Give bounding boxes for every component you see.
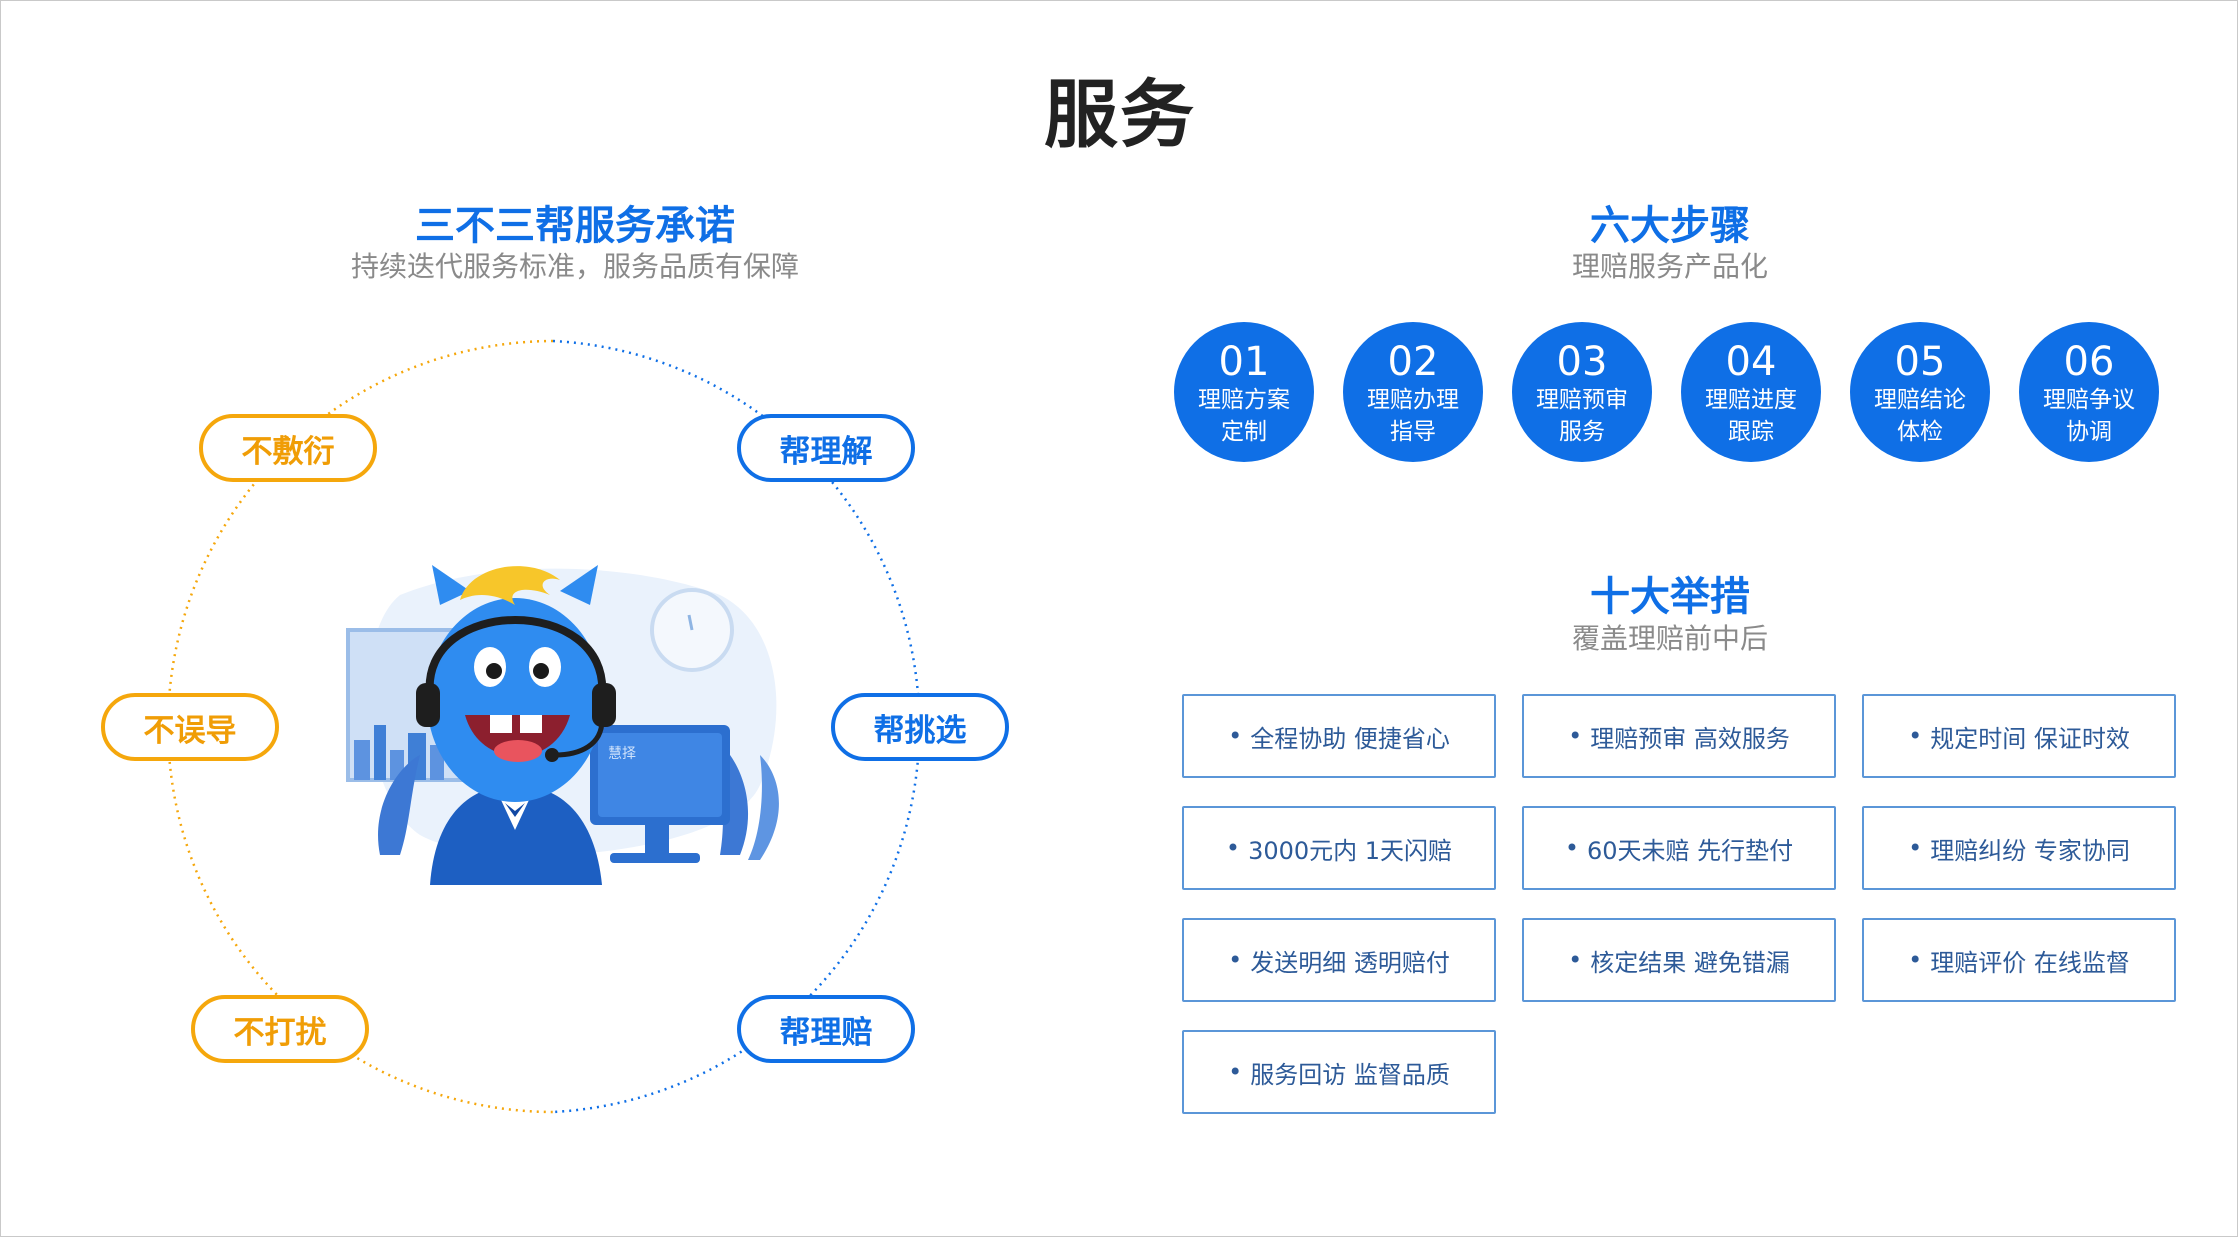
measure-card: •60天未赔 先行垫付 <box>1522 806 1836 890</box>
step-circle-01: 01 理赔方案定制 <box>1174 322 1314 462</box>
bullet-dot: • <box>1568 946 1583 974</box>
measure-text: 理赔纠纷 专家协同 <box>1930 836 2130 865</box>
measure-card: •全程协助 便捷省心 <box>1182 694 1496 778</box>
step-label: 理赔争议协调 <box>2043 387 2135 445</box>
measure-text: 3000元内 1天闪赔 <box>1248 836 1453 865</box>
step-number: 05 <box>1894 339 1946 385</box>
pill-bu-fuyan: 不敷衍 <box>199 414 377 482</box>
pill-bang-tiaoxuan: 帮挑选 <box>831 693 1009 761</box>
bullet-dot: • <box>1568 722 1583 750</box>
step-circle-02: 02 理赔办理指导 <box>1343 322 1483 462</box>
step-circle-06: 06 理赔争议协调 <box>2019 322 2159 462</box>
measure-text: 发送明细 透明赔付 <box>1250 948 1450 977</box>
measure-card: •服务回访 监督品质 <box>1182 1030 1496 1114</box>
promise-title: 三不三帮服务承诺 <box>415 203 735 249</box>
step-label: 理赔办理指导 <box>1367 387 1459 445</box>
measure-card: •核定结果 避免错漏 <box>1522 918 1836 1002</box>
measure-text: 理赔评价 在线监督 <box>1930 948 2130 977</box>
customer-service-mascot-illustration: 慧择 <box>346 565 779 885</box>
measure-card: •发送明细 透明赔付 <box>1182 918 1496 1002</box>
bullet-dot: • <box>1228 946 1243 974</box>
step-label: 理赔进度跟踪 <box>1705 387 1797 445</box>
bullet-dot: • <box>1908 946 1923 974</box>
pill-bu-darao: 不打扰 <box>191 995 369 1063</box>
bullet-dot: • <box>1228 722 1243 750</box>
measure-card: •3000元内 1天闪赔 <box>1182 806 1496 890</box>
step-number: 04 <box>1725 339 1777 385</box>
measure-text: 60天未赔 先行垫付 <box>1586 836 1794 865</box>
measure-card: •理赔纠纷 专家协同 <box>1862 806 2176 890</box>
measure-card: •理赔预审 高效服务 <box>1522 694 1836 778</box>
step-circle-04: 04 理赔进度跟踪 <box>1681 322 1821 462</box>
measures-title: 十大举措 <box>1590 574 1750 620</box>
step-number: 02 <box>1387 339 1439 385</box>
measure-card: •规定时间 保证时效 <box>1862 694 2176 778</box>
step-circle-05: 05 理赔结论体检 <box>1850 322 1990 462</box>
pill-bang-lijie: 帮理解 <box>737 414 915 482</box>
pill-bang-lipei: 帮理赔 <box>737 995 915 1063</box>
step-number: 06 <box>2063 339 2115 385</box>
bullet-dot: • <box>1228 1058 1243 1086</box>
promise-subtitle: 持续迭代服务标准，服务品质有保障 <box>350 250 799 283</box>
step-label: 理赔预审服务 <box>1536 387 1628 445</box>
measures-subtitle: 覆盖理赔前中后 <box>1571 622 1768 655</box>
measure-text: 规定时间 保证时效 <box>1930 724 2130 753</box>
bullet-dot: • <box>1908 834 1923 862</box>
steps-title: 六大步骤 <box>1590 203 1750 249</box>
step-circle-03: 03 理赔预审服务 <box>1512 322 1652 462</box>
steps-subtitle: 理赔服务产品化 <box>1571 250 1768 283</box>
step-label: 理赔方案定制 <box>1198 387 1290 445</box>
bullet-dot: • <box>1908 722 1923 750</box>
measure-text: 核定结果 避免错漏 <box>1590 948 1790 977</box>
measure-text: 服务回访 监督品质 <box>1250 1060 1450 1089</box>
measure-card: •理赔评价 在线监督 <box>1862 918 2176 1002</box>
step-number: 01 <box>1218 339 1270 385</box>
step-number: 03 <box>1556 339 1608 385</box>
measure-text: 理赔预审 高效服务 <box>1590 724 1790 753</box>
pill-bu-wudao: 不误导 <box>101 693 279 761</box>
bullet-dot: • <box>1225 834 1241 862</box>
measure-text: 全程协助 便捷省心 <box>1250 724 1450 753</box>
step-label: 理赔结论体检 <box>1874 387 1966 445</box>
page-title: 服务 <box>1044 72 1196 158</box>
bullet-dot: • <box>1564 834 1579 862</box>
monitor-brand-text: 慧择 <box>608 745 636 761</box>
